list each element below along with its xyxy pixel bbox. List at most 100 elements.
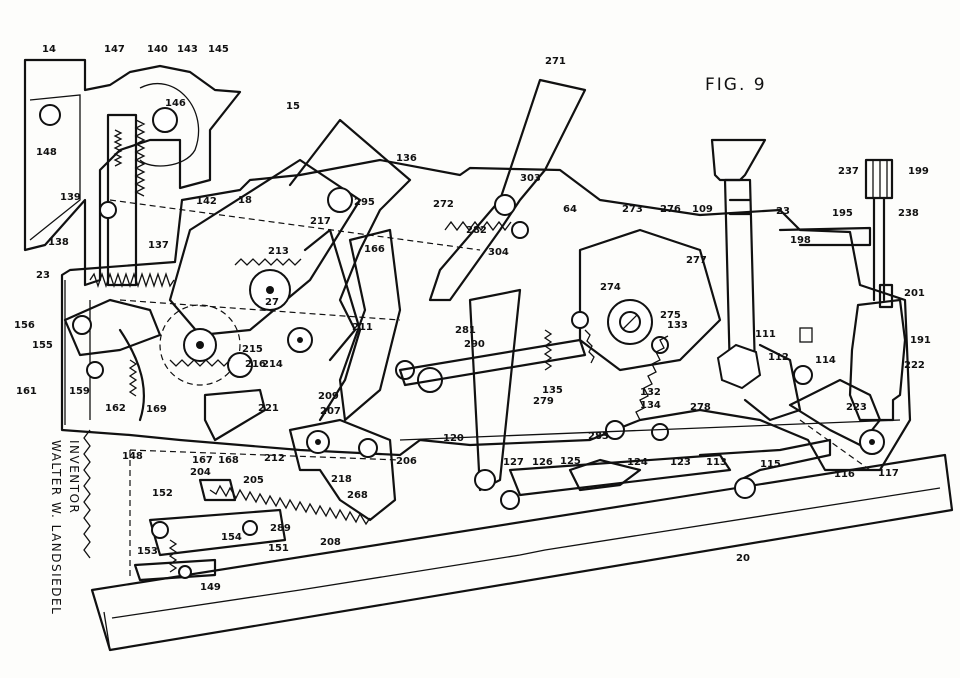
reference-numeral-217: 217 — [310, 216, 331, 227]
reference-numeral-117: 117 — [878, 468, 899, 479]
reference-numeral-27: 27 — [265, 297, 279, 308]
reference-numeral-113: 113 — [706, 457, 727, 468]
reference-numeral-222: 222 — [904, 360, 925, 371]
reference-numeral-148: 148 — [36, 147, 57, 158]
bottom-left-mechanism — [198, 388, 397, 526]
reference-numeral-209: 209 — [318, 391, 339, 402]
link-290 — [398, 288, 587, 510]
reference-numeral-161: 161 — [16, 386, 37, 397]
reference-numeral-135: 135 — [542, 385, 563, 396]
reference-numeral-207: 207 — [320, 406, 341, 417]
reference-numeral-237: 237 — [838, 166, 859, 177]
hood-assembly — [23, 58, 242, 287]
reference-numeral-272: 272 — [433, 199, 454, 210]
reference-numeral-23: 23 — [776, 206, 790, 217]
reference-numeral-214: 214 — [262, 359, 283, 370]
pawl-223 — [788, 378, 885, 471]
reference-numeral-151: 151 — [268, 543, 289, 554]
rack-147 — [99, 113, 146, 287]
reference-numeral-223: 223 — [846, 402, 867, 413]
reference-numeral-15: 15 — [286, 101, 300, 112]
reference-numeral-145: 145 — [208, 44, 229, 55]
reference-numeral-159: 159 — [69, 386, 90, 397]
reference-numeral-125: 125 — [560, 456, 581, 467]
reference-numeral-156: 156 — [14, 320, 35, 331]
reference-numeral-276: 276 — [660, 204, 681, 215]
reference-numeral-208: 208 — [320, 537, 341, 548]
reference-numeral-199: 199 — [908, 166, 929, 177]
reference-numeral-142: 142 — [196, 196, 217, 207]
reference-numeral-167: 167 — [192, 455, 213, 466]
reference-numeral-140: 140 — [147, 44, 168, 55]
reference-numeral-304: 304 — [488, 247, 509, 258]
reference-numeral-290: 290 — [464, 339, 485, 350]
reference-numeral-23: 23 — [36, 270, 50, 281]
reference-numeral-109: 109 — [692, 204, 713, 215]
reference-numeral-274: 274 — [600, 282, 621, 293]
reference-numeral-191: 191 — [910, 335, 931, 346]
reference-numeral-216: 216 — [245, 359, 266, 370]
inventor-name: WALTER W. LANDSIEDEL — [49, 440, 63, 615]
reference-numeral-139: 139 — [60, 192, 81, 203]
reference-numeral-153: 153 — [137, 546, 158, 557]
reference-numeral-152: 152 — [152, 488, 173, 499]
reference-numeral-206: 206 — [396, 456, 417, 467]
reference-numeral-147: 147 — [104, 44, 125, 55]
reference-numeral-215: 215 — [242, 344, 263, 355]
reference-numeral-169: 169 — [146, 404, 167, 415]
reference-numeral-136: 136 — [396, 153, 417, 164]
reference-numeral-64: 64 — [563, 204, 577, 215]
reference-numeral-168: 168 — [218, 455, 239, 466]
reference-numeral-126: 126 — [532, 457, 553, 468]
reference-numeral-282: 282 — [466, 225, 487, 236]
reference-numeral-221: 221 — [258, 403, 279, 414]
reference-numeral-275: 275 — [660, 310, 681, 321]
reference-numeral-143: 143 — [177, 44, 198, 55]
reference-numeral-278: 278 — [690, 402, 711, 413]
rod-120 — [399, 419, 901, 441]
figure-label: FIG. 9 — [705, 75, 767, 95]
wavy-edge — [83, 429, 91, 559]
gear-plate — [159, 158, 362, 386]
lower-lever — [508, 438, 832, 499]
reference-numeral-20: 20 — [736, 553, 750, 564]
reference-numeral-146: 146 — [165, 98, 186, 109]
reference-numeral-195: 195 — [832, 208, 853, 219]
reference-numeral-279: 279 — [533, 396, 554, 407]
guide-dash-upper — [109, 199, 481, 321]
reference-numeral-268: 268 — [347, 490, 368, 501]
reference-numeral-198: 198 — [790, 235, 811, 246]
reference-numeral-289: 289 — [270, 523, 291, 534]
reference-numeral-204: 204 — [190, 467, 211, 478]
reference-numeral-166: 166 — [364, 244, 385, 255]
reference-numeral-154: 154 — [221, 532, 242, 543]
reference-numeral-155: 155 — [32, 340, 53, 351]
reference-numeral-271: 271 — [545, 56, 566, 67]
reference-numeral-283: 283 — [588, 431, 609, 442]
spring-137 — [89, 271, 175, 289]
reference-numeral-132: 132 — [640, 387, 661, 398]
link-149-151 — [133, 508, 287, 582]
right-rod-assembly — [778, 158, 907, 422]
reference-numeral-18: 18 — [238, 195, 252, 206]
reference-numeral-114: 114 — [815, 355, 836, 366]
reference-numeral-295: 295 — [354, 197, 375, 208]
reference-numeral-218: 218 — [331, 474, 352, 485]
reference-numeral-116: 116 — [834, 469, 855, 480]
arm-136 — [288, 118, 412, 422]
reference-numeral-205: 205 — [243, 475, 264, 486]
reference-numeral-162: 162 — [105, 403, 126, 414]
reference-numeral-303: 303 — [520, 173, 541, 184]
reference-numeral-115: 115 — [760, 459, 781, 470]
reference-numeral-238: 238 — [898, 208, 919, 219]
reference-numeral-124: 124 — [627, 457, 648, 468]
reference-numeral-212: 212 — [264, 453, 285, 464]
small-square — [799, 327, 813, 343]
reference-numeral-273: 273 — [622, 204, 643, 215]
reference-numeral-127: 127 — [503, 457, 524, 468]
guide-dash-lower — [129, 449, 401, 580]
handle-109 — [710, 138, 813, 422]
reference-numeral-138: 138 — [48, 237, 69, 248]
reference-numeral-213: 213 — [268, 246, 289, 257]
